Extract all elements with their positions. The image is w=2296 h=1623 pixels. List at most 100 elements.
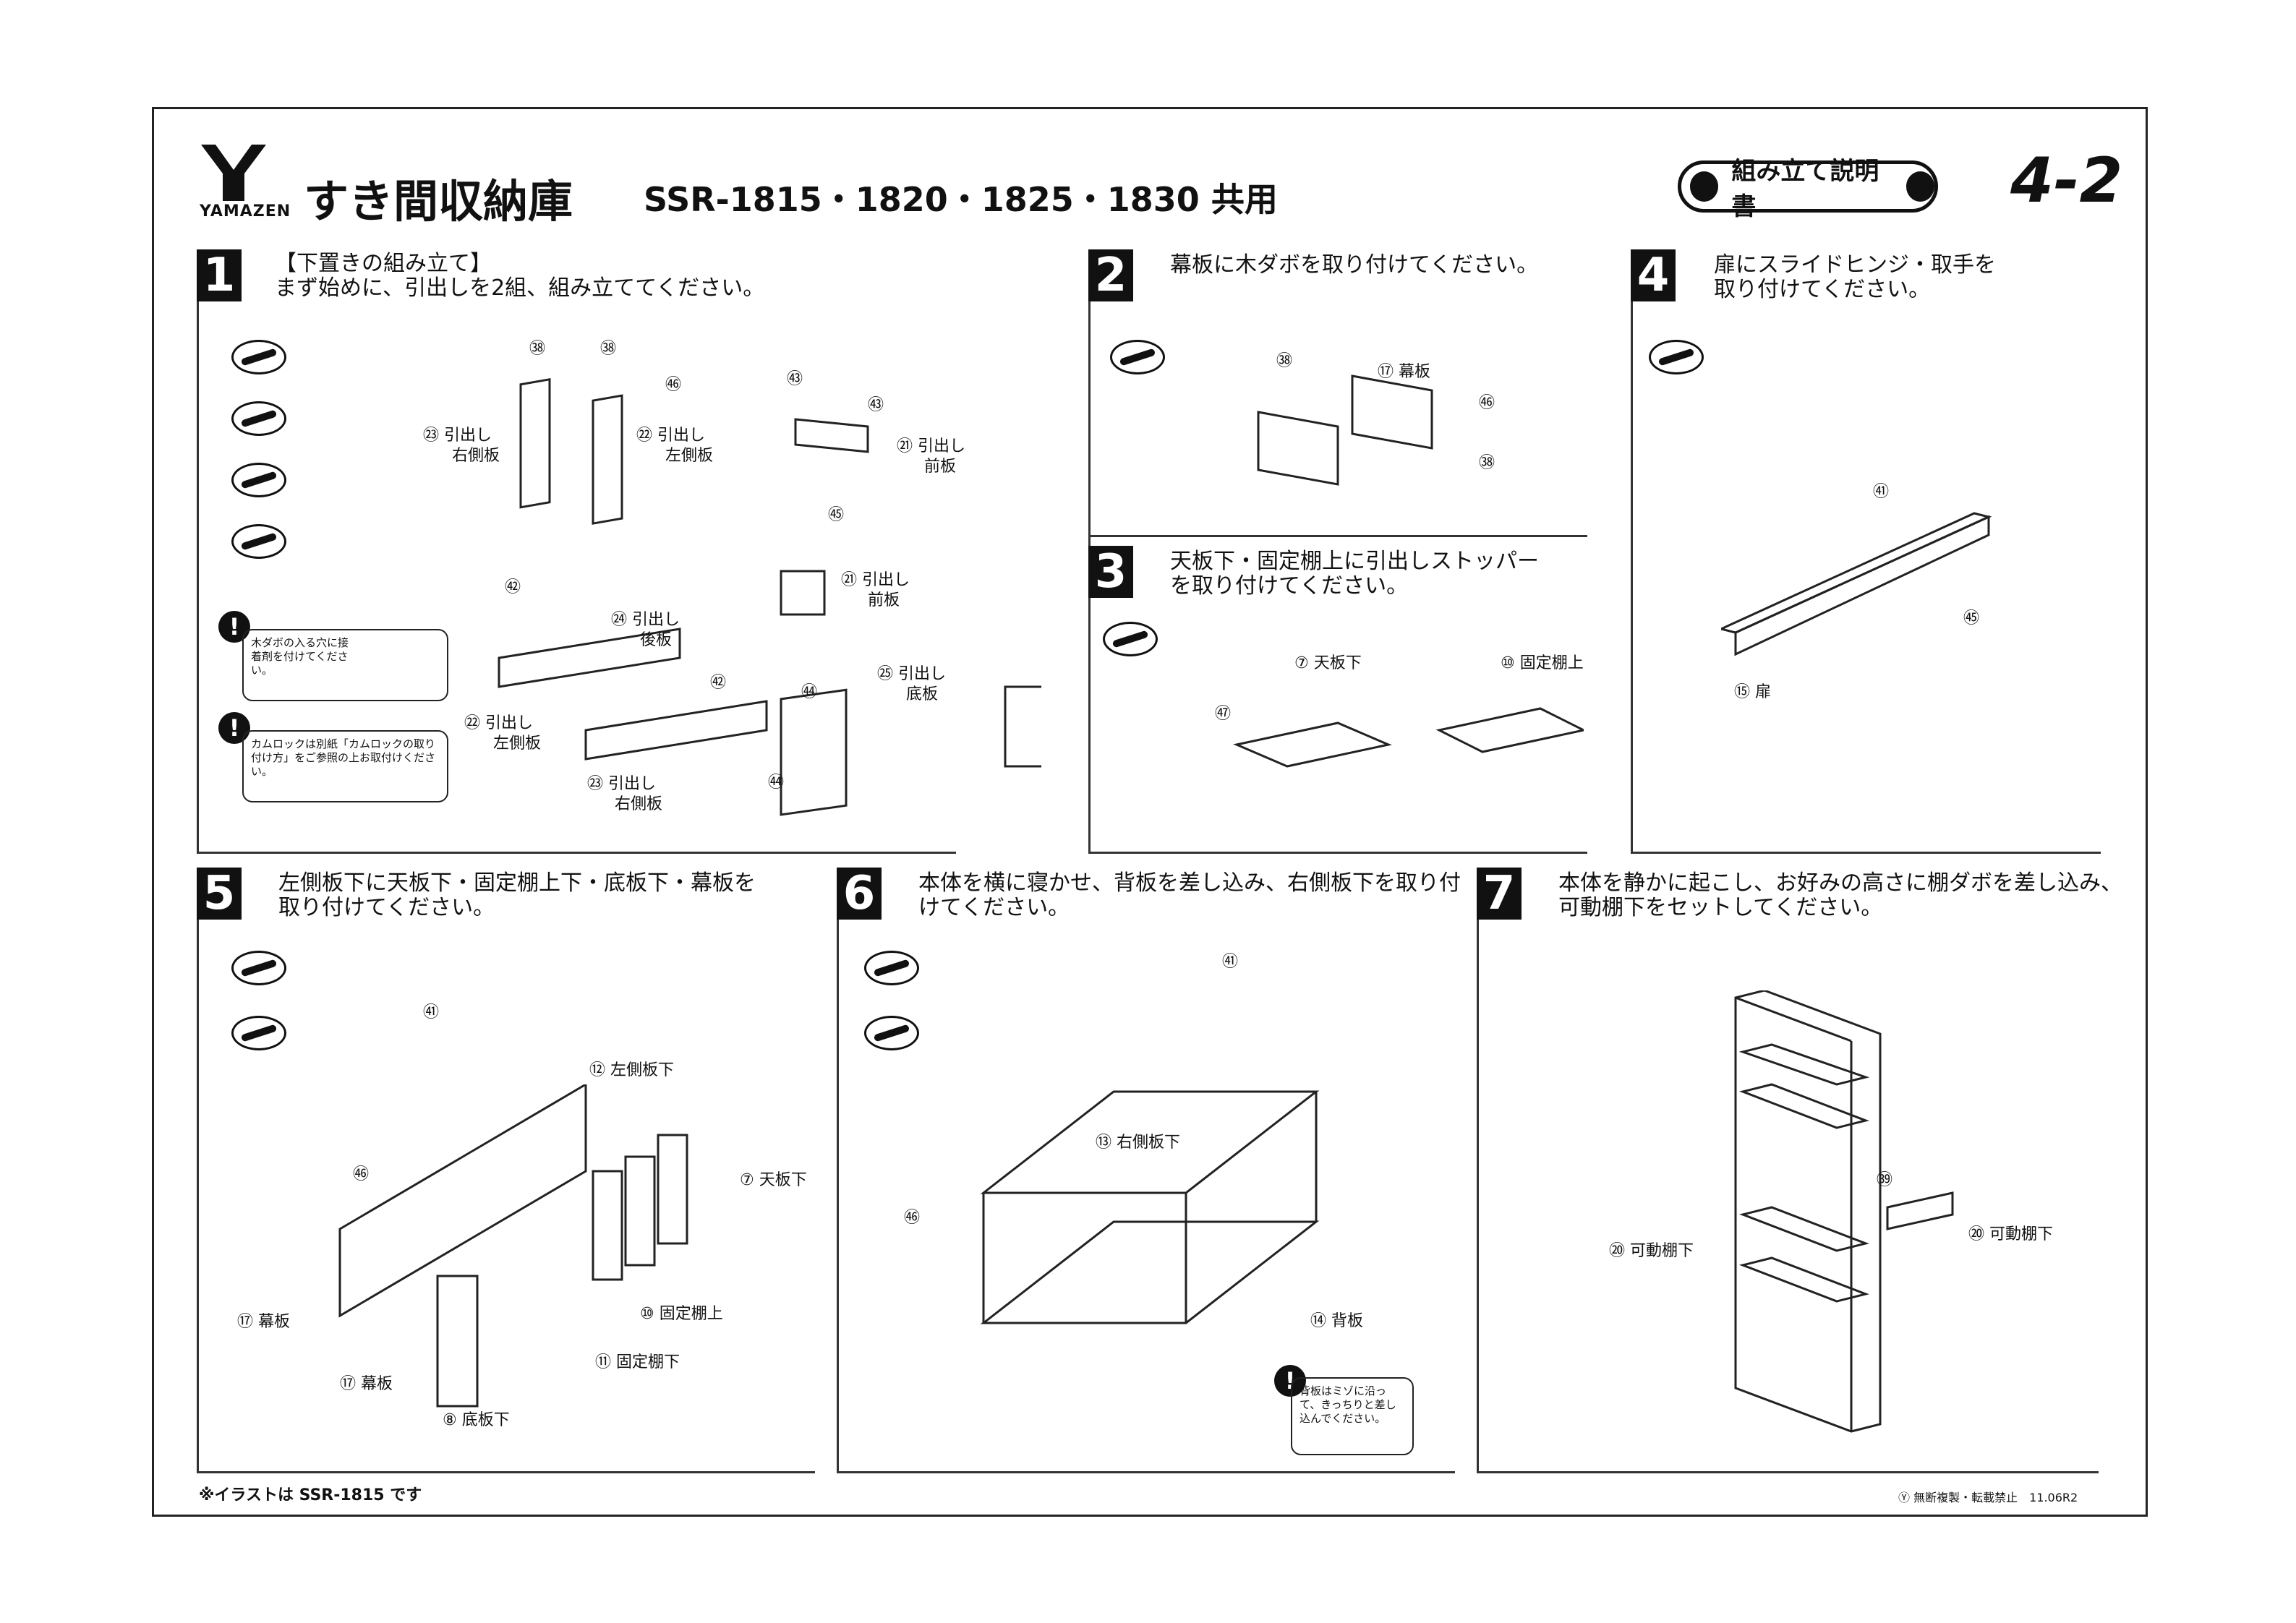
divider [837, 1471, 1455, 1473]
step-title-line2: を取り付けてください。 [1170, 573, 1409, 599]
part-label: 前板 [868, 591, 900, 609]
screwdriver-badge-icon [231, 340, 286, 374]
camlock-note: カムロックは別紙「カムロックの取り付け方」をご参照の上お取付けください。 [242, 730, 448, 802]
screwdriver-badge-icon [231, 463, 286, 497]
part-label: ⑰ 幕板 [237, 1313, 290, 1331]
step2-diagram [1257, 374, 1433, 486]
part-label: ㉔ 引出し [611, 611, 680, 629]
part-label: ㊳ [1479, 454, 1495, 472]
part-label: ⑬ 右側板下 [1096, 1134, 1180, 1152]
glue-badge-icon [231, 401, 286, 436]
step-number: 5 [197, 867, 242, 920]
step-title-line1: 本体を静かに起こし、お好みの高さに棚ダボを差し込み、 [1558, 870, 2122, 896]
step-title-line1: 本体を横に寝かせ、背板を差し込み、右側板下を取り付 [918, 870, 1461, 896]
divider [197, 1471, 815, 1473]
step-title-line2: 可動棚下をセットしてください。 [1558, 895, 1883, 920]
divider [837, 868, 839, 1471]
part-label: ㊺ [828, 506, 845, 524]
part-label: ㊻ [1479, 394, 1495, 412]
step-number: 1 [197, 249, 242, 302]
screwdriver-badge-icon [864, 1016, 919, 1050]
step6-diagram [980, 1090, 1320, 1324]
backboard-note: 背板はミゾに沿って、きっちりと差し込んでください。 [1291, 1377, 1414, 1455]
step-title-line1: 扉にスライドヒンジ・取手を [1714, 252, 1996, 278]
step-title-line2: まず始めに、引出しを2組、組み立ててください。 [275, 275, 765, 301]
part-label: 後板 [640, 631, 673, 649]
divider [1477, 1471, 2099, 1473]
part-label: ㉒ 引出し [636, 427, 705, 445]
part-label: ⑰ 幕板 [1378, 363, 1430, 381]
screwdriver-badge-icon [1103, 622, 1158, 656]
part-label: ㉑ 引出し [897, 437, 965, 455]
part-label: 左側板 [493, 735, 542, 753]
brand-name: YAMAZEN [200, 202, 291, 220]
manual-label: 組み立て説明書 [1731, 157, 1879, 221]
glue-badge-icon [864, 951, 919, 985]
step-number: 7 [1477, 867, 1522, 920]
screwdriver-badge-icon [231, 524, 286, 559]
part-label: ⑪ 固定棚下 [595, 1353, 680, 1371]
bullet-icon [1690, 171, 1719, 202]
part-label: ⑮ 扉 [1734, 683, 1771, 701]
part-label: ㉑ 引出し [841, 571, 910, 589]
glue-badge-icon [1110, 340, 1165, 374]
screwdriver-badge-icon [231, 1016, 286, 1050]
part-label: 左側板 [665, 447, 714, 465]
divider [197, 852, 956, 854]
step-title-line2: 取り付けてください。 [278, 895, 495, 920]
step-number: 4 [1631, 249, 1676, 302]
part-label: 前板 [924, 458, 957, 476]
part-label: ㊳ [1276, 352, 1293, 370]
part-label: ⑳ 可動棚下 [1609, 1242, 1694, 1260]
part-label: 右側板 [452, 447, 500, 465]
part-label: ㊻ [353, 1165, 370, 1183]
step7-diagram [1734, 990, 1954, 1433]
part-label: ㊼ [1215, 705, 1232, 723]
step4-diagram [1721, 512, 1992, 656]
part-label: ㊷ [710, 674, 727, 692]
part-label: ⑧ 底板下 [443, 1411, 510, 1429]
step-title-line1: 幕板に木ダボを取り付けてください。 [1170, 252, 1539, 278]
divider [1631, 249, 1633, 853]
part-label: ⑦ 天板下 [740, 1171, 807, 1189]
part-label: ㊺ [1963, 609, 1980, 628]
part-label: ⑫ 左側板下 [589, 1061, 674, 1079]
step-number: 3 [1088, 545, 1133, 599]
part-label: ㊹ [801, 683, 818, 701]
part-label: ⑩ 固定棚上 [1501, 654, 1584, 672]
part-label: ㉓ 引出し [423, 427, 492, 445]
part-label: ㊷ [505, 578, 521, 596]
part-label: ㊸ [868, 396, 884, 414]
part-label: ⑦ 天板下 [1294, 654, 1362, 672]
step-title-line1: 天板下・固定棚上に引出しストッパー [1170, 549, 1539, 574]
divider [197, 249, 199, 853]
divider [1477, 868, 1479, 1471]
part-label: ㊻ [665, 376, 682, 394]
step-title-line1: 【下置きの組み立て】 [275, 251, 492, 276]
footer-copyright: Ⓨ 無断複製・転載禁止 11.06R2 [1898, 1491, 2078, 1504]
part-label: ㊸ [787, 370, 803, 388]
bullet-icon [1905, 171, 1934, 202]
glue-badge-icon [231, 951, 286, 985]
step-title-line2: 取り付けてください。 [1714, 277, 1931, 302]
part-label: ㊶ [423, 1003, 440, 1022]
page-number: 4-2 [2010, 145, 2123, 217]
yamazen-logo-icon [201, 145, 266, 201]
footer-note: ※イラストは SSR-1815 です [199, 1486, 422, 1504]
manual-badge: 組み立て説明書 [1678, 157, 1938, 221]
divider [1631, 852, 2101, 854]
part-label: ㊳ [600, 340, 617, 358]
screwdriver-badge-icon [1649, 340, 1704, 374]
step-title-line2: けてください。 [918, 895, 1070, 920]
part-label: ㊳ [529, 340, 546, 358]
part-label: ㊶ [1222, 953, 1239, 971]
model-list: SSR-1815・1820・1825・1830 共用 [644, 180, 1278, 219]
step3-diagram [1233, 707, 1584, 768]
page-title: すき間収納庫 [304, 175, 573, 228]
part-label: ㊹ [768, 774, 785, 792]
part-label: ⑳ 可動棚下 [1968, 1225, 2053, 1243]
step-number: 6 [837, 867, 882, 920]
step-number: 2 [1088, 249, 1133, 302]
part-label: ㊴ [1877, 1171, 1893, 1189]
divider [1088, 852, 1587, 854]
